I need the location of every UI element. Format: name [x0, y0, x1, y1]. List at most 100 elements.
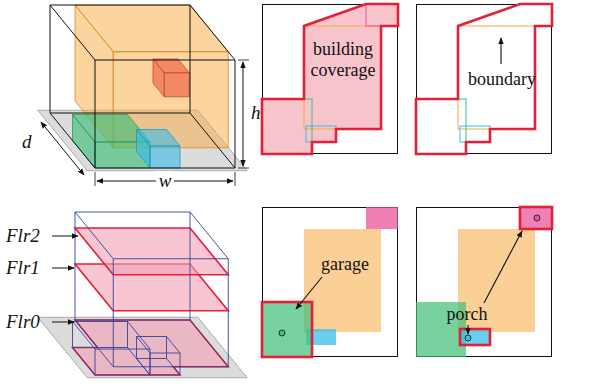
leader-arrow	[467, 325, 468, 334]
floor-plate	[73, 320, 229, 375]
floor-plate	[75, 228, 228, 275]
volume-edge	[113, 366, 228, 367]
footprint-outline	[262, 99, 312, 154]
panel-label: boundary	[457, 69, 547, 90]
volume-edge	[75, 320, 113, 367]
bounding-box-edge	[95, 60, 235, 61]
floor-label: Flr1	[6, 258, 40, 279]
volume-edge	[180, 353, 181, 375]
dimension-label: h	[251, 103, 261, 124]
volume-edge	[150, 353, 151, 375]
coverage-fill	[262, 4, 398, 154]
dimension-tick	[238, 168, 249, 169]
volume-edge	[72, 322, 73, 348]
volume-edge	[137, 336, 167, 337]
height-dimension	[243, 62, 244, 166]
leader-arrow	[52, 236, 78, 237]
volume-edge	[166, 337, 167, 359]
volume-edge	[150, 353, 180, 354]
blue-volume	[137, 130, 181, 147]
volume-edge	[95, 375, 150, 376]
volume-edge	[190, 320, 228, 367]
volume-edge	[150, 375, 180, 376]
anchor-dot	[534, 215, 540, 221]
volume-edge	[127, 322, 128, 348]
plan-panel: porch	[416, 207, 552, 357]
dimension-label: d	[22, 132, 32, 153]
leader-arrow	[52, 268, 74, 269]
volume-edge	[137, 337, 151, 354]
volume-edge	[190, 212, 228, 259]
volume-edge	[190, 212, 191, 320]
bounding-box-edge	[50, 5, 190, 6]
bounding-box-edge	[50, 113, 190, 114]
blue-volume	[150, 146, 180, 168]
anchor-dot	[465, 335, 471, 341]
porch-footprint	[460, 329, 490, 345]
ground-plane	[38, 317, 248, 378]
footprint	[304, 229, 381, 332]
panel-label: garage	[308, 254, 382, 275]
dimension-tick	[238, 60, 249, 61]
footprint-outline	[416, 99, 466, 154]
bounding-box-edge	[95, 60, 96, 168]
footprint-outline	[366, 4, 398, 26]
bounding-box-edge	[235, 60, 236, 168]
leader-arrow	[52, 322, 74, 323]
volume-edge	[73, 348, 96, 376]
plan-panel: garage	[262, 207, 398, 357]
volume-edge	[128, 348, 151, 376]
volume-edge	[95, 349, 96, 375]
volume-edge	[137, 358, 167, 359]
floor-label: Flr2	[6, 226, 40, 247]
panel-label: porch	[441, 304, 493, 325]
volume-edge	[75, 212, 190, 213]
red-volume	[153, 59, 189, 73]
dimension-label: w	[156, 171, 175, 192]
volume-edge	[136, 337, 137, 359]
anchor-dot	[279, 330, 285, 336]
volume-edge	[73, 347, 128, 348]
volume-edge	[95, 349, 150, 350]
leader-arrow	[296, 277, 322, 309]
plan-drawing	[262, 207, 398, 357]
volume-edge	[128, 322, 151, 350]
floors-illustration	[38, 212, 248, 378]
leader-arrow	[484, 231, 522, 303]
porch-footprint	[520, 207, 552, 229]
volume-edge	[75, 320, 190, 321]
bounding-box-edge	[190, 5, 235, 60]
boundary-outline	[262, 4, 398, 154]
volume-edge	[73, 322, 96, 350]
massing-illustration	[38, 5, 249, 186]
dimension-tick	[95, 172, 96, 186]
footprint	[366, 207, 398, 229]
bounding-box-edge	[50, 5, 95, 60]
volume-edge	[113, 258, 228, 259]
bounding-box-edge	[190, 5, 191, 113]
bounding-box-edge	[50, 5, 51, 113]
garage-footprint	[262, 302, 312, 357]
volume-edge	[73, 321, 128, 322]
volume-edge	[167, 337, 181, 354]
footprint-outline	[460, 126, 490, 142]
floor-label: Flr0	[6, 312, 40, 333]
dimension-tick	[235, 172, 236, 186]
plan-panel: boundary	[416, 4, 552, 154]
boundary-outline	[416, 4, 552, 154]
plan-panel: building coverage	[262, 4, 398, 154]
volume-edge	[228, 259, 229, 367]
volume-edge	[75, 212, 113, 259]
panel-label: building coverage	[303, 39, 383, 80]
bounding-box-edge	[95, 168, 235, 169]
depth-dimension	[41, 122, 84, 175]
orange-volume	[75, 5, 228, 52]
bounding-box-edge	[50, 113, 95, 168]
volume-edge	[113, 259, 114, 367]
leader-arrow	[500, 38, 501, 64]
red-volume	[164, 73, 189, 97]
bounding-box-edge	[190, 113, 235, 168]
volume-edge	[75, 212, 76, 320]
footprint-outline	[306, 126, 336, 142]
